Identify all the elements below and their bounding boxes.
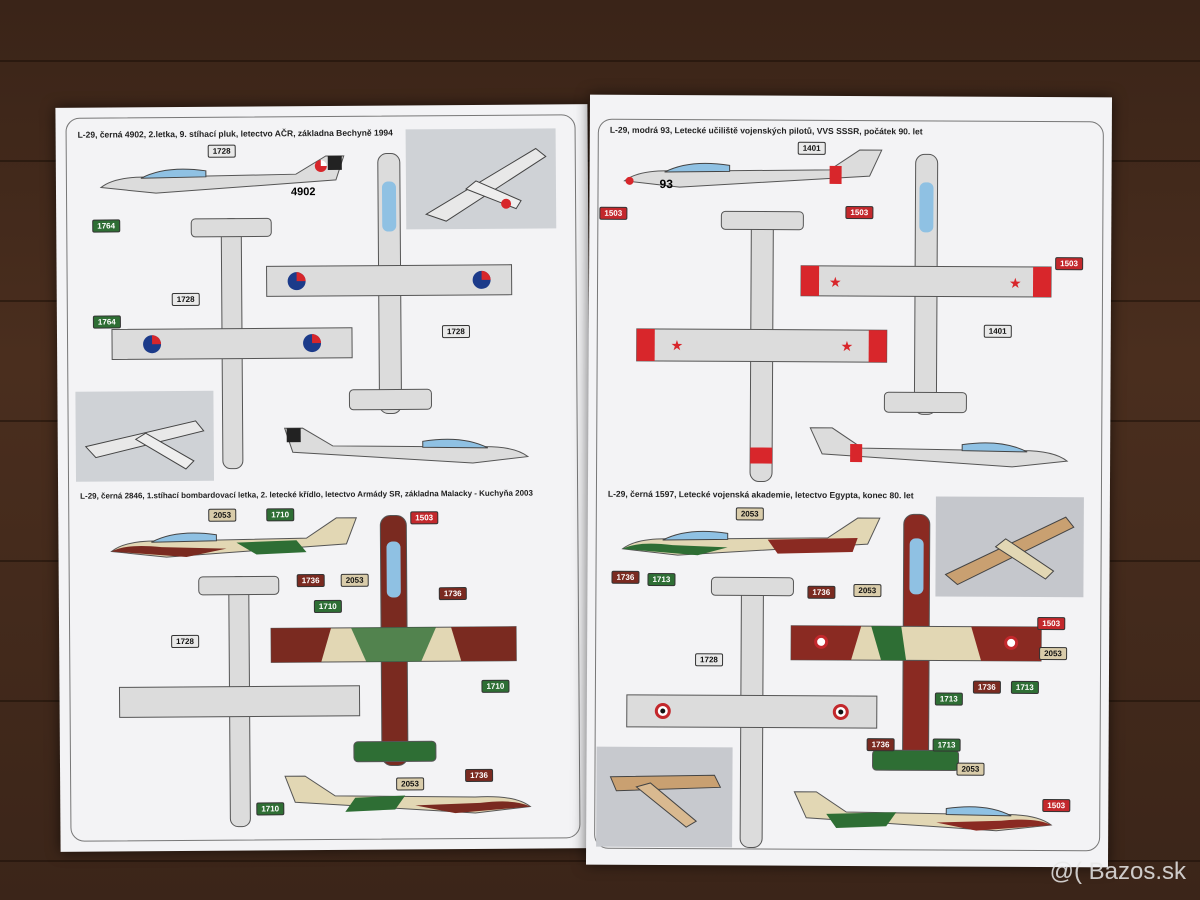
decal-ref-tag: 1710 <box>481 679 510 693</box>
svg-text:★: ★ <box>1009 275 1022 291</box>
svg-text:★: ★ <box>671 337 684 353</box>
egypt-l29-underside <box>626 576 878 849</box>
czech-l29-underside <box>111 217 353 470</box>
egypt-l29-top-view <box>790 513 1042 772</box>
caption-soviet-93: L-29, modrá 93, Letecké učiliště vojensk… <box>609 124 923 137</box>
decal-ref-tag: 1713 <box>1010 680 1039 694</box>
decal-ref-tag: 1728 <box>207 144 236 158</box>
decal-ref-tag: 1736 <box>465 768 493 783</box>
slovak-l29-side-profile <box>110 517 358 558</box>
decal-ref-tag: 1503 <box>1042 799 1071 813</box>
decal-ref-tag: 1713 <box>934 692 963 706</box>
watermark: @( Bazos.sk <box>1049 858 1186 885</box>
decal-ref-tag: 1710 <box>313 599 342 614</box>
decal-ref-tag: 1728 <box>171 634 199 649</box>
model-photo <box>405 128 557 230</box>
decal-ref-tag: 1503 <box>599 206 628 220</box>
decal-ref-tag: 1503 <box>1037 616 1066 631</box>
czech-l29-top-view <box>266 153 513 415</box>
decal-ref-tag: 1736 <box>438 587 467 601</box>
decal-ref-tag: 2053 <box>956 762 985 776</box>
caption-egypt-1597: L-29, černá 1597, Letecké vojenská akade… <box>607 488 914 501</box>
decal-ref-tag: 1736 <box>972 680 1001 694</box>
soviet-l29-side-profile <box>623 149 883 188</box>
decal-ref-tag: 2053 <box>735 507 764 521</box>
slovak-l29-side-profile-bottom <box>284 775 532 814</box>
model-photo <box>596 746 733 848</box>
svg-text:★: ★ <box>841 338 854 354</box>
left-instruction-page: L-29, černá 4902, 2.letka, 9. stíhací pl… <box>55 104 593 852</box>
decal-ref-tag: 1764 <box>92 315 121 329</box>
egypt-l29-side-profile-right <box>793 791 1053 832</box>
decal-ref-tag: 1710 <box>256 802 285 816</box>
model-photo <box>935 496 1084 598</box>
decal-ref-tag: 2053 <box>853 584 882 598</box>
slovak-l29-top-view <box>270 514 517 767</box>
decal-ref-tag: 1728 <box>441 324 470 339</box>
soviet-l29-underside: ★ ★ <box>636 210 888 483</box>
serial-number: 93 <box>659 177 673 192</box>
decal-ref-tag: 2053 <box>208 508 237 522</box>
decal-ref-tag: 1728 <box>695 653 723 667</box>
model-photo <box>75 390 215 482</box>
soviet-l29-top-view: ★ ★ <box>800 153 1052 415</box>
decal-ref-tag: 1713 <box>932 738 961 752</box>
czech-l29-side-profile <box>99 155 345 194</box>
right-instruction-page: L-29, modrá 93, Letecké učiliště vojensk… <box>585 94 1113 868</box>
decal-ref-tag: 2053 <box>1039 646 1067 661</box>
decal-ref-tag: 1503 <box>1055 257 1083 271</box>
egypt-l29-side-profile <box>621 517 881 556</box>
svg-text:★: ★ <box>829 274 842 290</box>
decal-ref-tag: 1736 <box>866 738 895 752</box>
decal-ref-tag: 1728 <box>171 292 200 307</box>
soviet-l29-side-profile-right <box>809 427 1069 468</box>
czech-l29-side-profile-right <box>283 427 530 464</box>
slovak-l29-underside <box>118 575 361 828</box>
decal-ref-tag: 2053 <box>396 777 424 791</box>
